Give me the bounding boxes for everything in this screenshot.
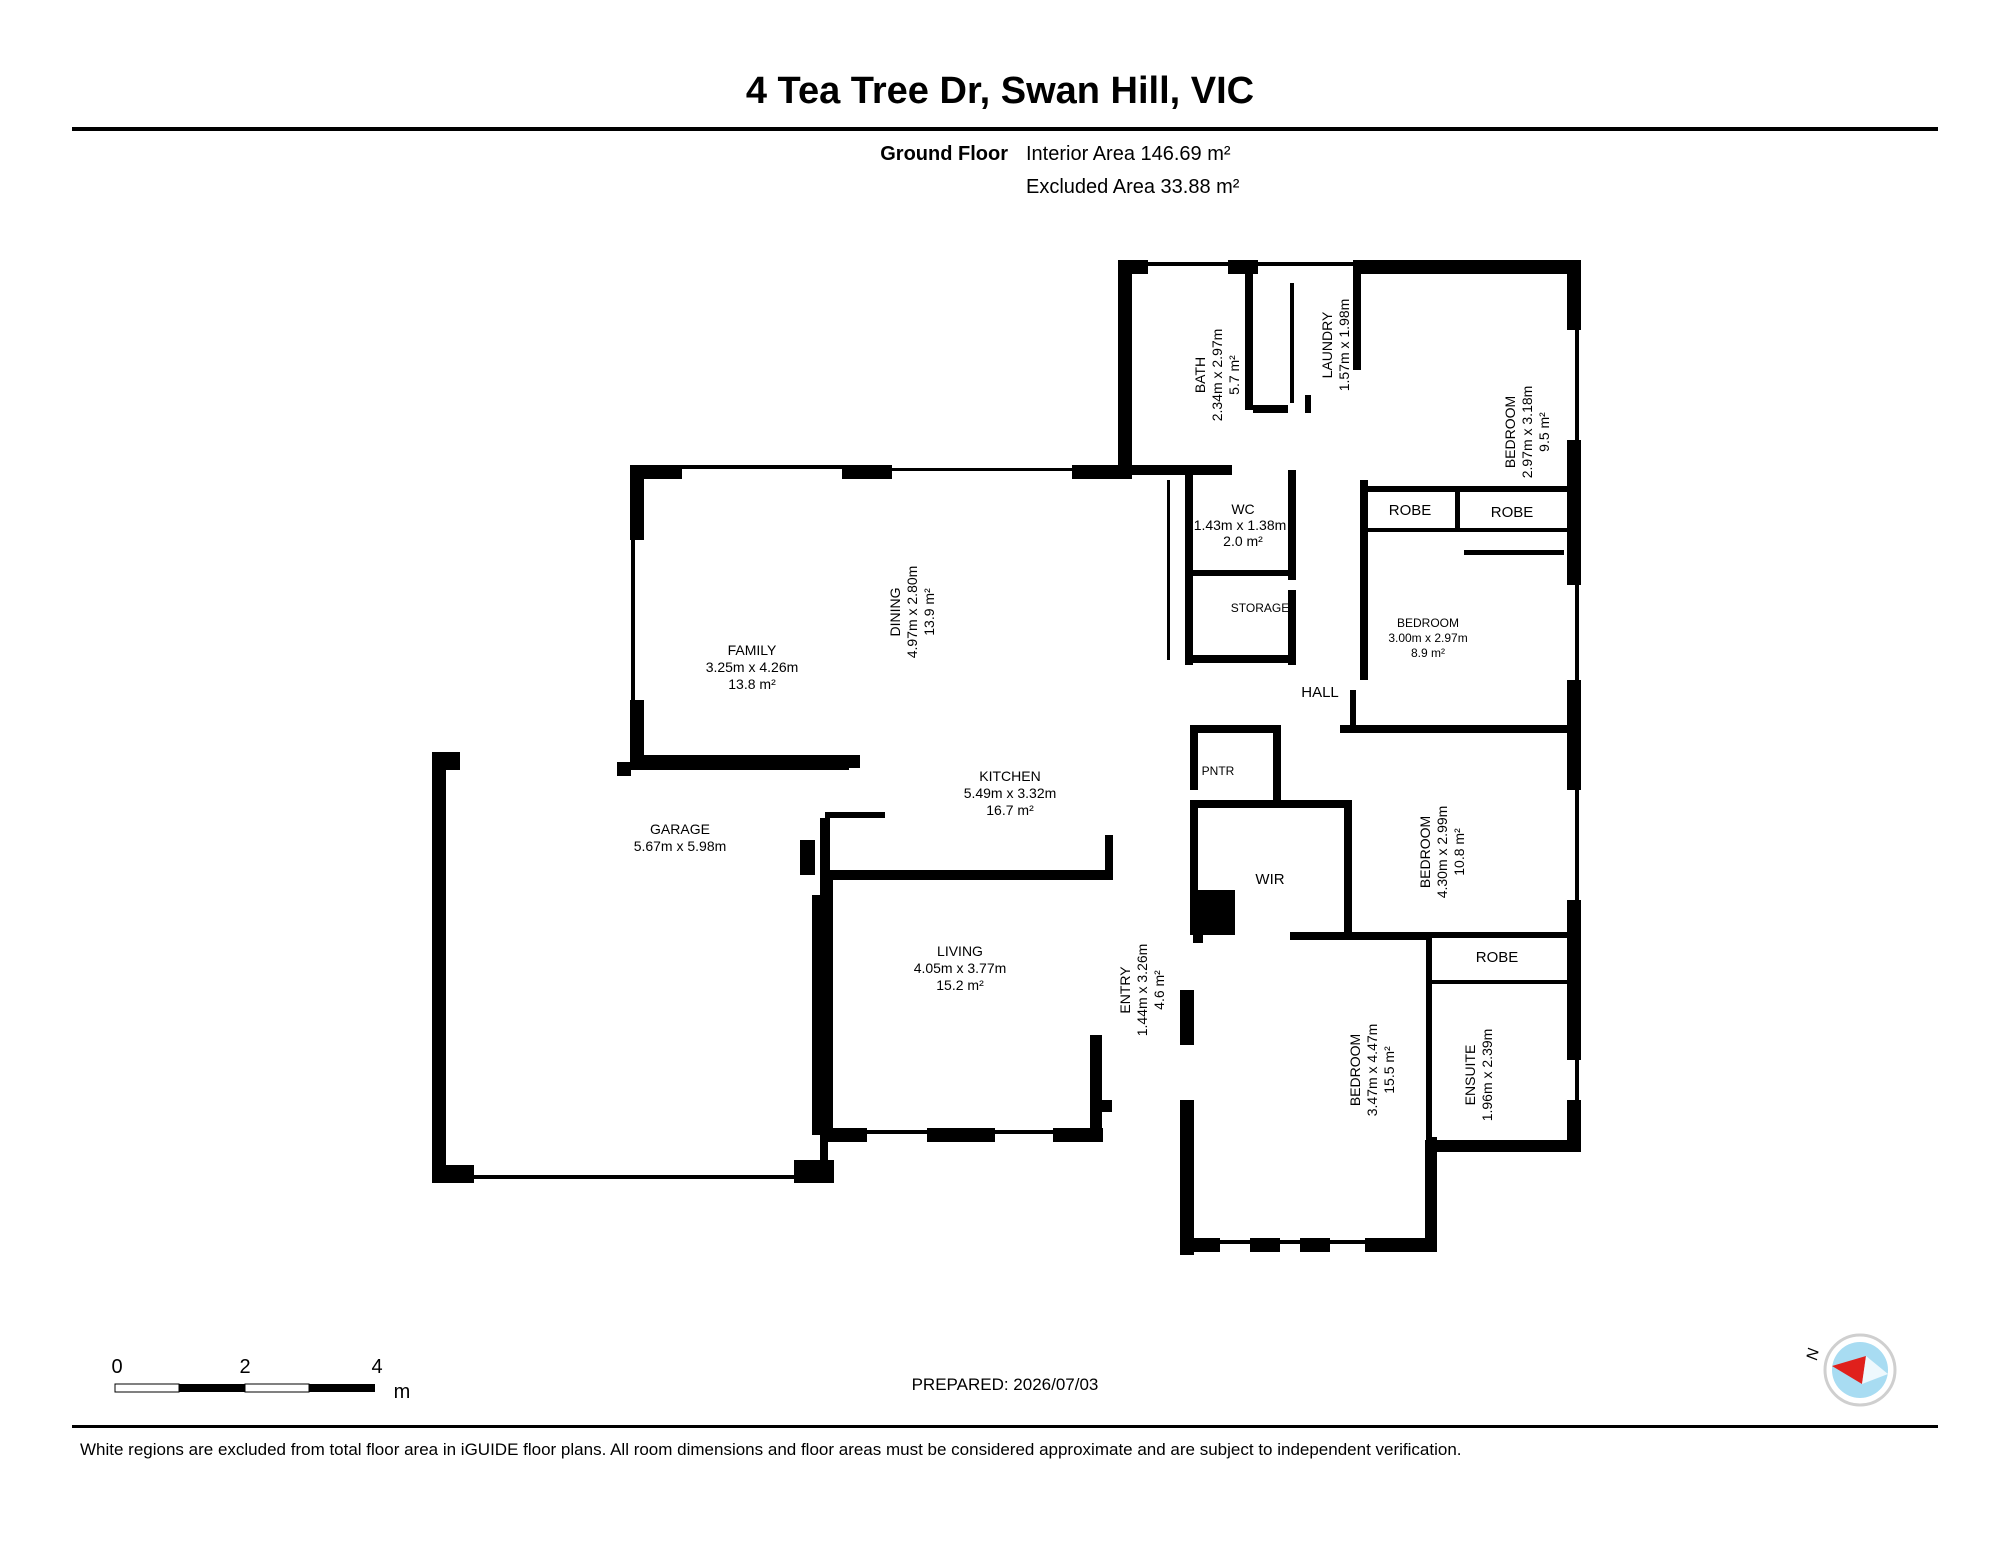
garage-label: GARAGE bbox=[650, 821, 710, 837]
scale-label-2: 2 bbox=[239, 1356, 250, 1378]
robe-3-label: ROBE bbox=[1476, 949, 1519, 966]
pntr-label: PNTR bbox=[1202, 764, 1235, 778]
bedroom-3-label: BEDROOM bbox=[1417, 816, 1433, 888]
bedroom-4-area: 15.5 m² bbox=[1381, 1046, 1397, 1094]
wc-dims: 1.43m x 1.38m bbox=[1194, 517, 1287, 533]
living-dims: 4.05m x 3.77m bbox=[914, 960, 1007, 976]
bedroom-3-area: 10.8 m² bbox=[1451, 828, 1467, 876]
bedroom-2-area: 8.9 m² bbox=[1411, 646, 1445, 660]
disclaimer: White regions are excluded from total fl… bbox=[80, 1440, 1462, 1459]
interior-area: Interior Area 146.69 m² bbox=[1026, 143, 1231, 165]
entry-label: ENTRY bbox=[1117, 966, 1133, 1014]
scale-label-4: 4 bbox=[371, 1356, 382, 1378]
bedroom-1-dims: 2.97m x 3.18m bbox=[1519, 386, 1535, 479]
kitchen-dims: 5.49m x 3.32m bbox=[964, 785, 1057, 801]
laundry-label: LAUNDRY bbox=[1319, 311, 1335, 378]
wc-area: 2.0 m² bbox=[1223, 533, 1263, 549]
bedroom-2-dims: 3.00m x 2.97m bbox=[1388, 631, 1467, 645]
dining-label: DINING bbox=[887, 588, 903, 637]
entry-area: 4.6 m² bbox=[1151, 970, 1167, 1010]
excluded-area: Excluded Area 33.88 m² bbox=[1026, 176, 1240, 198]
header-rule bbox=[72, 127, 1938, 131]
entry-dims: 1.44m x 3.26m bbox=[1134, 944, 1150, 1037]
footer-rule bbox=[72, 1425, 1938, 1428]
dining-dims: 4.97m x 2.80m bbox=[904, 566, 920, 659]
laundry-dims: 1.57m x 1.98m bbox=[1336, 299, 1352, 392]
compass-north-label: N bbox=[1804, 1347, 1823, 1362]
prepared-date: PREPARED: 2026/07/03 bbox=[911, 1375, 1099, 1394]
ensuite-dims: 1.96m x 2.39m bbox=[1479, 1029, 1495, 1122]
walls bbox=[432, 260, 1581, 1255]
wc-label: WC bbox=[1231, 501, 1254, 517]
living-area: 15.2 m² bbox=[936, 977, 984, 993]
kitchen-label: KITCHEN bbox=[979, 768, 1040, 784]
page-title: 4 Tea Tree Dr, Swan Hill, VIC bbox=[745, 70, 1255, 112]
bedroom-4-label: BEDROOM bbox=[1347, 1034, 1363, 1106]
bath-area: 5.7 m² bbox=[1226, 355, 1242, 395]
hall-label: HALL bbox=[1301, 684, 1339, 701]
bedroom-1-label: BEDROOM bbox=[1502, 396, 1518, 468]
storage-label: STORAGE bbox=[1231, 601, 1289, 615]
family-area: 13.8 m² bbox=[728, 676, 776, 692]
dining-area: 13.9 m² bbox=[921, 588, 937, 636]
scale-bar: 0 2 4 m bbox=[111, 1356, 410, 1403]
robe-1-label: ROBE bbox=[1389, 502, 1432, 519]
bedroom-4-dims: 3.47m x 4.47m bbox=[1364, 1024, 1380, 1117]
wir-label: WIR bbox=[1255, 871, 1284, 888]
family-dims: 3.25m x 4.26m bbox=[706, 659, 799, 675]
bedroom-1-area: 9.5 m² bbox=[1536, 412, 1552, 452]
garage-dims: 5.67m x 5.98m bbox=[634, 838, 727, 854]
scale-unit: m bbox=[394, 1381, 411, 1403]
bedroom-3-dims: 4.30m x 2.99m bbox=[1434, 806, 1450, 899]
ensuite-label: ENSUITE bbox=[1462, 1045, 1478, 1106]
family-label: FAMILY bbox=[728, 642, 777, 658]
bedroom-2-label: BEDROOM bbox=[1397, 616, 1459, 630]
bath-label: BATH bbox=[1192, 357, 1208, 393]
compass-icon: N bbox=[1804, 1333, 1897, 1407]
scale-label-0: 0 bbox=[111, 1356, 122, 1378]
bath-dims: 2.34m x 2.97m bbox=[1209, 329, 1225, 422]
robe-2-label: ROBE bbox=[1491, 504, 1534, 521]
kitchen-area: 16.7 m² bbox=[986, 802, 1034, 818]
living-label: LIVING bbox=[937, 943, 983, 959]
floor-name: Ground Floor bbox=[880, 143, 1008, 165]
